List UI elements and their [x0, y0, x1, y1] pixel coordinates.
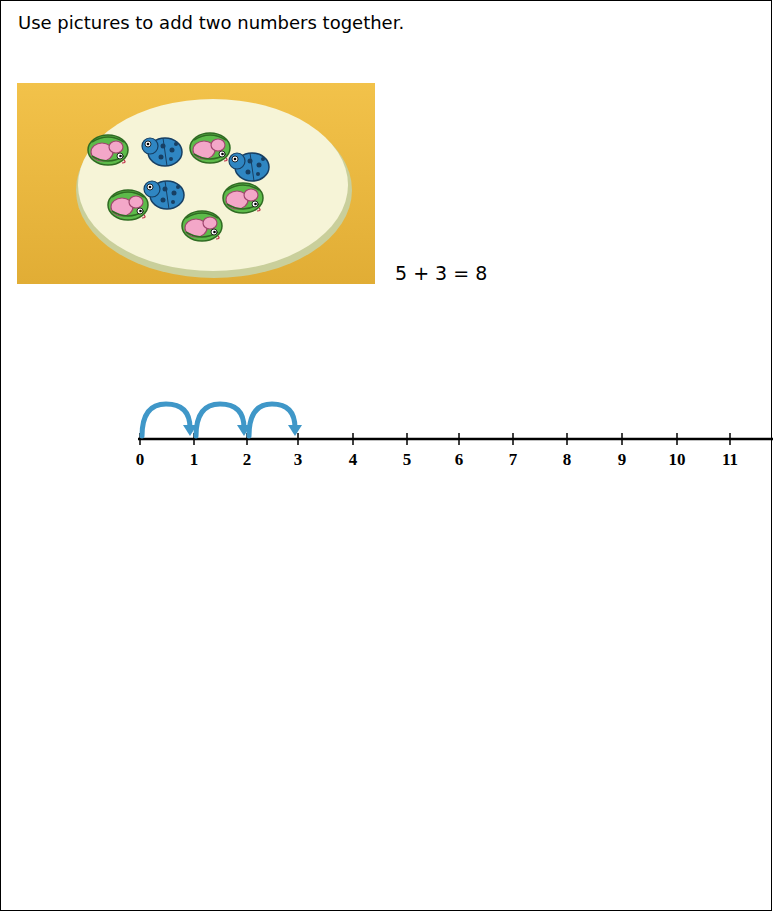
number-line-number: 9: [618, 450, 627, 470]
worksheet-title: Use pictures to add two numbers together…: [18, 12, 404, 33]
number-line-number: 1: [190, 450, 199, 470]
number-line-number: 4: [349, 450, 358, 470]
number-line-number: 5: [403, 450, 412, 470]
addition-sentence: 5 + 3 = 8: [395, 262, 487, 284]
number-line-number: 6: [455, 450, 464, 470]
number-line-number: 7: [509, 450, 518, 470]
number-line-number: 2: [243, 450, 252, 470]
number-line-number: 10: [669, 450, 686, 470]
number-line-number: 3: [294, 450, 303, 470]
number-line-number: 11: [722, 450, 738, 470]
number-line-number: 0: [136, 450, 145, 470]
number-line-number: 8: [563, 450, 572, 470]
